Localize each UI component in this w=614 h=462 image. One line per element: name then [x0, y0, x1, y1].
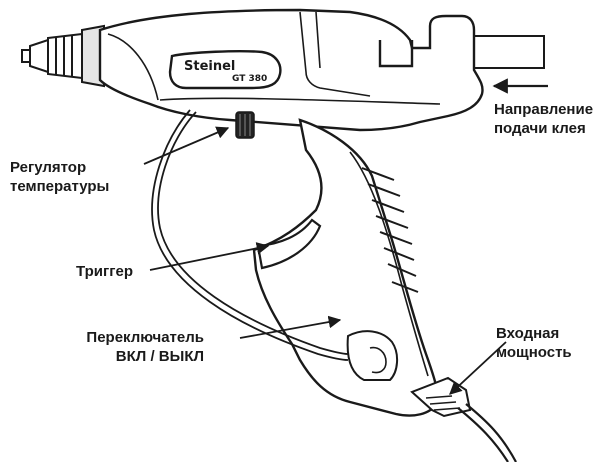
label-line: ВКЛ / ВЫКЛ: [115, 348, 204, 365]
label-line: подачи клея: [494, 120, 586, 137]
power-cord: [410, 376, 517, 462]
gun-body: [98, 8, 484, 417]
brand-plate-text: Steinel GT 380: [184, 60, 267, 86]
label-trigger: Триггер: [76, 262, 133, 281]
callout-arrows: [143, 78, 548, 395]
label-power-switch: Переключатель ВКЛ / ВЫКЛ: [64, 328, 204, 366]
model-text: GT 380: [232, 74, 268, 84]
label-feed-direction: Направление подачи клея: [494, 100, 593, 138]
stand-wire: [151, 109, 349, 361]
label-line: Направление: [494, 101, 594, 118]
nozzle: [21, 24, 105, 88]
brand-text: Steinel: [184, 59, 236, 74]
label-line: мощность: [496, 344, 572, 361]
temperature-knob: [235, 111, 255, 139]
label-power-input: Входная мощность: [496, 324, 572, 362]
glue-stick: [469, 35, 545, 69]
label-temperature-regulator: Регулятор температуры: [10, 158, 109, 196]
label-line: Триггер: [76, 263, 133, 280]
label-line: Регулятор: [10, 159, 87, 176]
label-line: Входная: [496, 325, 560, 342]
label-line: температуры: [10, 178, 110, 195]
label-line: Переключатель: [86, 329, 204, 346]
